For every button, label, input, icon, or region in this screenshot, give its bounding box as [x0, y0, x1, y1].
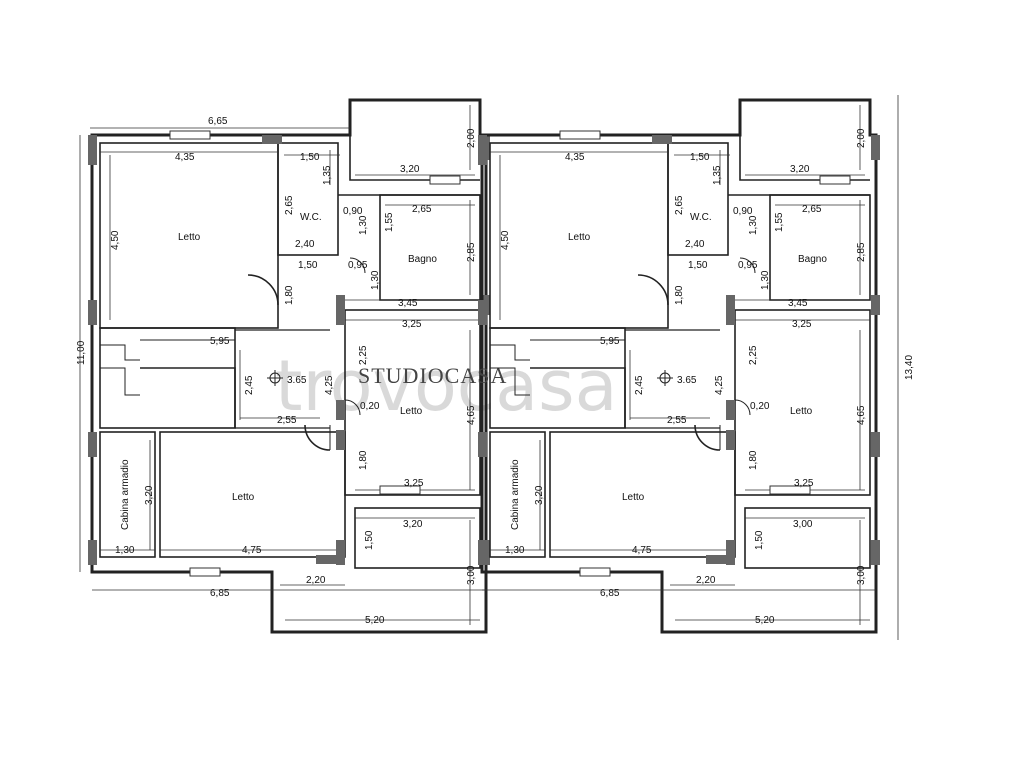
dim-balcony-bottom-w-bottom: 5,20	[755, 615, 775, 626]
room-label-bathroom: Bagno	[408, 254, 437, 265]
dim-wc-d2: 0,90	[343, 206, 363, 217]
dim-balcony-top-w: 3,20	[400, 164, 420, 175]
room-label-bedroom-3: Letto	[622, 492, 645, 503]
dim-balcony-bottom-w-mid: 2,20	[696, 575, 716, 586]
dim-balcony-top-w: 3,20	[790, 164, 810, 175]
dim-bedroom-2-w-top: 3,25	[792, 319, 812, 330]
dim-bedroom-3-w: 4,75	[632, 545, 652, 556]
dim-wc-d6: 0,95	[348, 260, 368, 271]
dim-hall-d3: 4,25	[714, 375, 725, 395]
dim-bedroom-1-w: 4,35	[565, 152, 585, 163]
dim-bedroom-2-d3: 1,80	[358, 450, 369, 470]
unit-left-labels: 6,65 6,85 11,00 3,20 2,00 Letto 4,35 4,5…	[76, 116, 477, 626]
dim-balcony-top-h: 2,00	[856, 128, 867, 148]
dim-hall-w: 2,55	[277, 415, 297, 426]
dim-balcony-bottom-d1: 1,50	[364, 530, 375, 550]
unit-right	[478, 95, 899, 640]
dim-hall-h: 2,45	[634, 375, 645, 395]
watermark-studio: STUDIOCASA	[358, 363, 507, 388]
dim-wc-d6: 0,95	[738, 260, 758, 271]
dim-wc-d4: 2,40	[685, 239, 705, 250]
dim-overall-height: 11,00	[76, 340, 87, 365]
dim-bedroom-1-w: 4,35	[175, 152, 195, 163]
dim-balcony-bottom-h: 3,00	[856, 565, 867, 585]
room-label-wc: W.C.	[690, 212, 712, 223]
dim-bedroom-2-w-bottom: 3,25	[404, 478, 424, 489]
room-label-wardrobe: Cabina armadio	[510, 459, 521, 530]
dim-bedroom-1-h: 4,50	[500, 230, 511, 250]
room-label-bathroom: Bagno	[798, 254, 827, 265]
dim-bathroom-d2: 1,30	[370, 270, 381, 290]
dim-balcony-bottom-w-bottom: 5,20	[365, 615, 385, 626]
dim-balcony-bottom-w-top: 3,20	[403, 519, 423, 530]
dim-wc-d3: 1,30	[358, 215, 369, 235]
dim-bedroom-2-d3: 1,80	[748, 450, 759, 470]
dim-bathroom-w: 2,65	[802, 204, 822, 215]
dim-bedroom-3-w: 4,75	[242, 545, 262, 556]
dim-hall-h: 2,45	[244, 375, 255, 395]
dim-hall-d2: 3,45	[788, 298, 808, 309]
dim-bedroom-2-h: 4,65	[856, 405, 867, 425]
hall-area: 3.65	[677, 375, 697, 386]
dim-bedroom-2-w-bottom: 3,25	[794, 478, 814, 489]
dim-wc-w: 1,50	[300, 152, 320, 163]
dim-wc-h: 2,65	[674, 195, 685, 215]
dim-bathroom-h: 2,85	[466, 242, 477, 262]
dim-hall-stair: 5,95	[600, 336, 620, 347]
dim-wc-d4: 2,40	[295, 239, 315, 250]
dim-wc-d1: 1,35	[322, 165, 333, 185]
dim-hall-d1: 1,80	[674, 285, 685, 305]
watermark-brand: trovocasa	[275, 345, 618, 427]
dim-hall-stair: 5,95	[210, 336, 230, 347]
room-label-wc: W.C.	[300, 212, 322, 223]
dim-overall-height: 13,40	[904, 355, 915, 380]
dim-balcony-bottom-d1: 1,50	[754, 530, 765, 550]
dim-bathroom-d2: 1,30	[760, 270, 771, 290]
dim-wc-d5: 1,50	[298, 260, 318, 271]
dim-wc-d3: 1,30	[748, 215, 759, 235]
dim-wc-d2: 0,90	[733, 206, 753, 217]
dim-bedroom-2-d1: 2,25	[358, 345, 369, 365]
dim-hall-d3: 4,25	[324, 375, 335, 395]
dim-wc-w: 1,50	[690, 152, 710, 163]
dim-bedroom-2-d2: 0,20	[750, 401, 770, 412]
dim-balcony-top-h: 2,00	[466, 128, 477, 148]
dim-bathroom-d1: 1,55	[384, 212, 395, 232]
room-label-bedroom-2: Letto	[400, 406, 423, 417]
dim-hall-d1: 1,80	[284, 285, 295, 305]
dim-wardrobe-h: 3,20	[534, 485, 545, 505]
dim-bathroom-w: 2,65	[412, 204, 432, 215]
unit-right-labels: 6,85 13,40 3,20 2,00 Letto 4,35 4,50 W.C…	[500, 128, 915, 626]
dim-balcony-bottom-w-mid: 2,20	[306, 575, 326, 586]
dim-wc-h: 2,65	[284, 195, 295, 215]
room-label-bedroom-3: Letto	[232, 492, 255, 503]
dim-bedroom-2-d2: 0,20	[360, 401, 380, 412]
dim-wc-d5: 1,50	[688, 260, 708, 271]
dim-balcony-bottom-h: 3,00	[466, 565, 477, 585]
dim-overall-bottom: 6,85	[600, 588, 620, 599]
dim-bedroom-2-h: 4,65	[466, 405, 477, 425]
dim-bathroom-d1: 1,55	[774, 212, 785, 232]
dim-bedroom-2-w-top: 3,25	[402, 319, 422, 330]
dim-hall-w: 2,55	[667, 415, 687, 426]
dim-balcony-bottom-w-top: 3,00	[793, 519, 813, 530]
dim-wardrobe-w: 1,30	[505, 545, 525, 556]
room-label-bedroom-1: Letto	[178, 232, 201, 243]
dim-bedroom-1-h: 4,50	[110, 230, 121, 250]
room-label-bedroom-1: Letto	[568, 232, 591, 243]
room-label-wardrobe: Cabina armadio	[120, 459, 131, 530]
dim-overall-top: 6,65	[208, 116, 228, 127]
dim-wc-d1: 1,35	[712, 165, 723, 185]
dim-bedroom-2-d1: 2,25	[748, 345, 759, 365]
dim-hall-d2: 3,45	[398, 298, 418, 309]
dim-bathroom-h: 2,85	[856, 242, 867, 262]
dim-overall-bottom: 6,85	[210, 588, 230, 599]
dim-wardrobe-h: 3,20	[144, 485, 155, 505]
hall-area: 3.65	[287, 375, 307, 386]
room-label-bedroom-2: Letto	[790, 406, 813, 417]
dim-wardrobe-w: 1,30	[115, 545, 135, 556]
